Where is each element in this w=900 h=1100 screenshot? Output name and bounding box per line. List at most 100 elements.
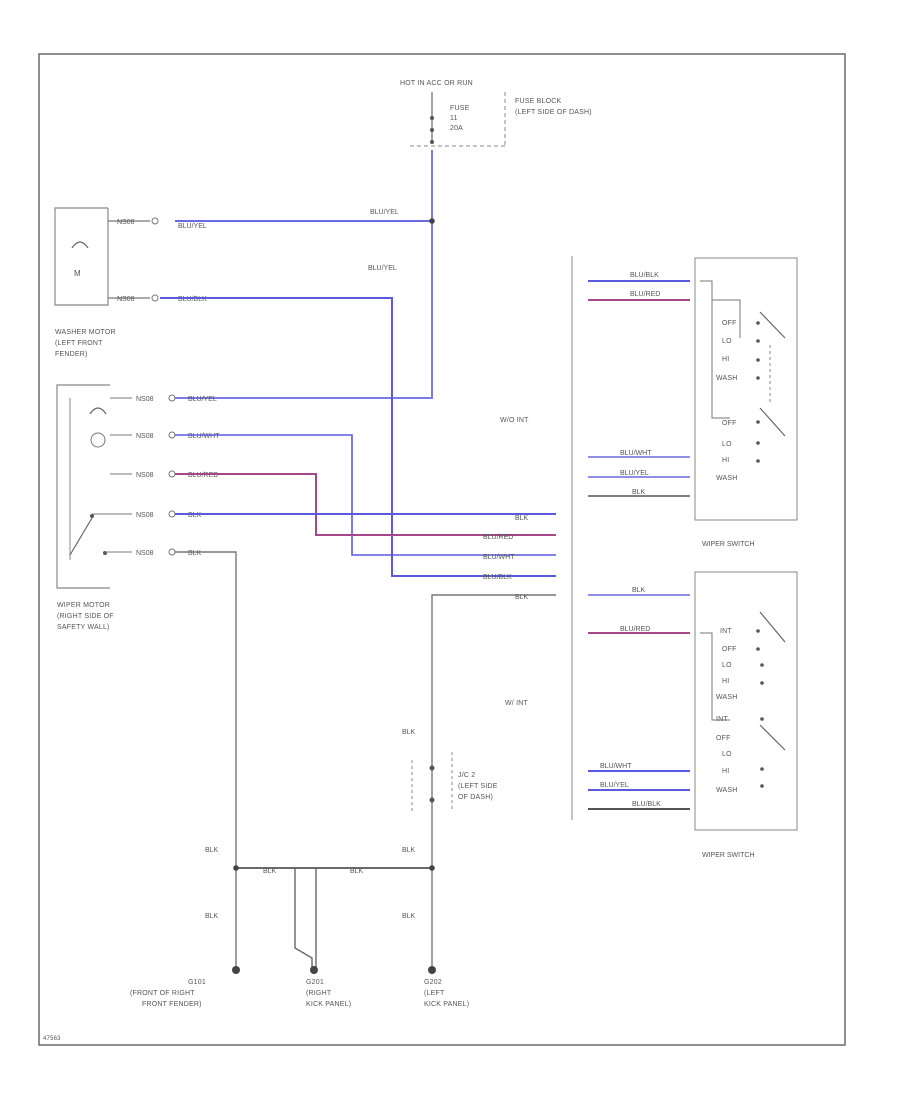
switch-bottom-wire-label-5: BLU/BLK [632, 801, 661, 808]
switch-bottom-contacts [756, 629, 764, 788]
wire-blk-ground-g202 [431, 594, 556, 970]
switch-bottom-pos-u2: LO [722, 662, 732, 669]
switch-top-internal [712, 299, 741, 338]
switch-bottom-pos-l4: WASH [716, 787, 738, 794]
switch-top-pos-u2: HI [722, 356, 729, 363]
wiper-motor-label-1: WIPER MOTOR [57, 602, 110, 609]
switch-top-pos-l2: HI [722, 457, 729, 464]
bus-label-2: BLU/RED [483, 534, 513, 541]
switch-bottom-wire-label-1: BLK [632, 587, 646, 594]
wiper-motor-connectors: NS08 NS08 NS08 NS08 NS08 [92, 394, 176, 557]
switch-bottom-pos-u4: WASH [716, 694, 738, 701]
switch-bottom-wire-label-4: BLU/YEL [600, 782, 629, 789]
jc-label-3: OF DASH) [458, 794, 493, 801]
splice-dot [429, 865, 435, 871]
washer-motor-label-2: (LEFT FRONT [55, 340, 103, 347]
fuse-block-label-1: FUSE BLOCK [515, 98, 561, 105]
switch-bottom-wire-label-3: BLU/WHT [600, 763, 632, 770]
wiper-motor-armature [90, 432, 106, 448]
switch-bottom-pos-l2: LO [722, 751, 732, 758]
connector-pin [151, 294, 159, 302]
splice-dot [429, 218, 435, 224]
switch-top-wire-label-5: BLK [632, 489, 646, 496]
washer-motor-symbol: M [74, 269, 81, 278]
bus-label-5: BLK [515, 594, 529, 601]
splice-dot [233, 865, 239, 871]
wiper-conn-2: NS08 [136, 433, 154, 440]
switch-top-internal [700, 280, 730, 419]
wiper-motor-box [56, 384, 110, 589]
switch-bottom-pos-l1: OFF [716, 735, 731, 742]
fuse-terminal [430, 140, 434, 144]
figure-id: 47563 [43, 1036, 61, 1042]
switch-bottom-blade-lower [759, 724, 786, 751]
washer-conn-1: NS08 [117, 219, 135, 226]
washer-motor-label-1: WASHER MOTOR [55, 329, 116, 336]
wire-label-washer-2: BLU/BLK [178, 296, 207, 303]
diagram-frame [38, 53, 846, 1046]
wiper-wire-label-2: BLU/WHT [188, 433, 220, 440]
g101-label-1: G101 [188, 979, 206, 986]
washer-motor-box [54, 207, 109, 306]
g202-label-1: G202 [424, 979, 442, 986]
wiper-conn-3: NS08 [136, 472, 154, 479]
switch-bottom-title: WIPER SWITCH [702, 852, 755, 859]
switch-top-pos-l1: LO [722, 441, 732, 448]
g202-label-2: (LEFT [424, 990, 445, 997]
switch-top-pos-u1: LO [722, 338, 732, 345]
wiper-wire-label-5: BLK [188, 550, 202, 557]
g201-label-2: (RIGHT [306, 990, 332, 997]
fuse-label-2: 11 [450, 115, 458, 122]
jc-outline [411, 752, 453, 812]
wire-blk-ground-g201 [294, 868, 313, 970]
switch-top-wire-label-3: BLU/WHT [620, 450, 652, 457]
wiper-motor-label-2: (RIGHT SIDE OF [57, 613, 114, 620]
wire-label-blu-yel-center: BLU/YEL [368, 265, 397, 272]
power-source-label: HOT IN ACC OR RUN [400, 80, 473, 87]
ground-wire-label-6: BLK [402, 913, 416, 920]
wiper-wire-label-3: BLU/RED [188, 472, 218, 479]
switch-top-pos-l3: WASH [716, 475, 738, 482]
wiper-conn-4: NS08 [136, 512, 154, 519]
g202-label-3: KICK PANEL) [424, 1001, 469, 1008]
g101-label-2: (FRONT OF RIGHT [130, 990, 195, 997]
wire-blk-ground-g101 [175, 551, 237, 970]
ground-wire-label-2: BLK [263, 868, 277, 875]
switch-bottom-pos-u0: INT [720, 628, 732, 635]
wire-blu-wht [175, 434, 556, 556]
switch-top-contacts [756, 321, 760, 463]
wiper-motor-coil [89, 407, 107, 415]
fuse-label-3: 20A [450, 125, 463, 132]
jc-terminal [429, 797, 435, 803]
wire-blu-blk [160, 297, 556, 577]
switch-contact [90, 514, 94, 518]
switch-top-box [694, 257, 798, 521]
washer-motor-label-3: FENDER) [55, 351, 88, 358]
switch-top-pos-l0: OFF [722, 420, 737, 427]
switch-bottom-pos-l0: INT [716, 716, 728, 723]
switch-top-blade-lower [759, 407, 786, 437]
switch-bottom-pos-u3: HI [722, 678, 729, 685]
wiper-conn-5: NS08 [136, 550, 154, 557]
fuse-label-1: FUSE [450, 105, 470, 112]
g201-label-1: G201 [306, 979, 324, 986]
switch-bottom-pos-l3: HI [722, 768, 729, 775]
jc-wire-label: BLK [402, 729, 416, 736]
ground-wire-label-5: BLK [205, 913, 219, 920]
ground-g202-icon [428, 966, 436, 974]
wiper-motor-label-3: SAFETY WALL) [57, 624, 110, 631]
jc-label-2: (LEFT SIDE [458, 783, 498, 790]
fuse-terminal [430, 128, 434, 132]
wire-blu-yel-main [175, 150, 433, 399]
washer-conn-2: NS08 [117, 296, 135, 303]
washer-motor-coil [71, 241, 89, 249]
wiper-wire-label-1: BLU/YEL [188, 396, 217, 403]
switch-bottom-blade-upper [759, 611, 786, 643]
bus-label-1: BLK [515, 515, 529, 522]
wire-blu-red [175, 473, 556, 536]
bus-label-4: BLU/BLK [483, 574, 512, 581]
switch-top-pos-u3: WASH [716, 375, 738, 382]
jc-label-1: J/C 2 [458, 772, 475, 779]
fuse-block-outline [410, 92, 506, 147]
